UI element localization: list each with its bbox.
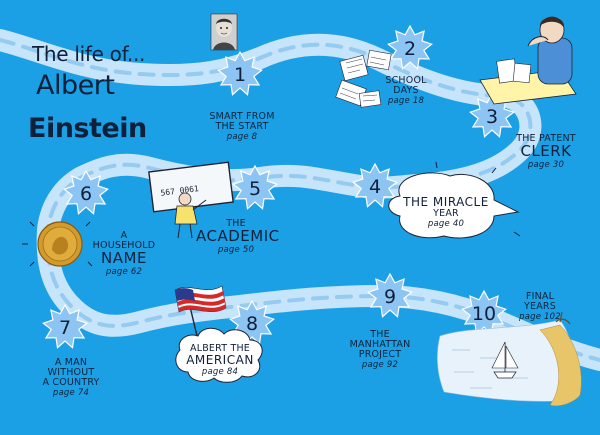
stop-marker-7: 7 bbox=[42, 303, 88, 349]
stop-label-5: TheAcademic page 50 bbox=[196, 218, 280, 255]
stop-label-8: Albert theAmerican page 84 bbox=[186, 343, 254, 377]
star-shape bbox=[387, 24, 433, 70]
miracle-year-bubble bbox=[388, 172, 520, 239]
stop-number: 8 bbox=[246, 313, 258, 335]
stop-number: 10 bbox=[472, 303, 496, 325]
teacher-at-blackboard-icon: 567 0061 bbox=[148, 161, 234, 239]
stop-label-7: A manwithouta country page 74 bbox=[42, 357, 100, 398]
stop-label-4: The MiracleYear page 40 bbox=[403, 195, 489, 229]
stop-label-10: FinalYears page 102 bbox=[519, 291, 561, 322]
stop-marker-6: 6 bbox=[63, 169, 109, 215]
stop-number: 4 bbox=[369, 176, 381, 198]
stop-label-9: TheManhattanProject page 92 bbox=[349, 329, 411, 370]
stop-number: 1 bbox=[234, 64, 246, 86]
star-shape bbox=[232, 164, 278, 210]
nobel-medal-icon bbox=[22, 221, 93, 267]
stop-label-2: Schooldays page 18 bbox=[385, 75, 427, 106]
star-shape bbox=[469, 92, 515, 138]
american-flag-icon bbox=[174, 285, 227, 341]
title-line-1: The life of... bbox=[32, 42, 146, 66]
albert-american-cloud bbox=[175, 327, 263, 383]
stop-marker-5: 5 bbox=[232, 164, 278, 210]
sailboat-on-water-icon bbox=[437, 311, 582, 406]
star-shape bbox=[367, 272, 413, 318]
stop-marker-9: 9 bbox=[367, 272, 413, 318]
star-shape bbox=[42, 303, 88, 349]
stop-label-3: The patentClerk page 30 bbox=[516, 133, 576, 170]
stop-number: 6 bbox=[80, 183, 92, 205]
title-line-2: Albert bbox=[36, 70, 115, 101]
star-shape bbox=[461, 289, 507, 335]
stop-label-1: Smart fromthe start page 8 bbox=[209, 111, 275, 142]
boy-portrait-icon bbox=[210, 13, 238, 51]
stop-number: 5 bbox=[249, 178, 261, 200]
patent-clerk-at-desk-icon bbox=[479, 16, 577, 105]
stop-marker-4: 4 bbox=[352, 162, 398, 208]
stop-marker-3: 3 bbox=[469, 92, 515, 138]
star-shape bbox=[352, 162, 398, 208]
stop-label-6: A householdName page 62 bbox=[92, 230, 156, 277]
star-shape bbox=[63, 169, 109, 215]
stop-number: 9 bbox=[384, 286, 396, 308]
stop-marker-10: 10 bbox=[461, 289, 507, 335]
school-papers-icon bbox=[335, 49, 392, 108]
stop-marker-2: 2 bbox=[387, 24, 433, 70]
star-shape bbox=[217, 50, 263, 96]
stop-number: 2 bbox=[404, 38, 416, 60]
title-line-3: Einstein bbox=[28, 113, 147, 144]
stop-marker-1: 1 bbox=[217, 50, 263, 96]
stop-number: 7 bbox=[59, 317, 71, 339]
stop-number: 3 bbox=[486, 106, 498, 128]
